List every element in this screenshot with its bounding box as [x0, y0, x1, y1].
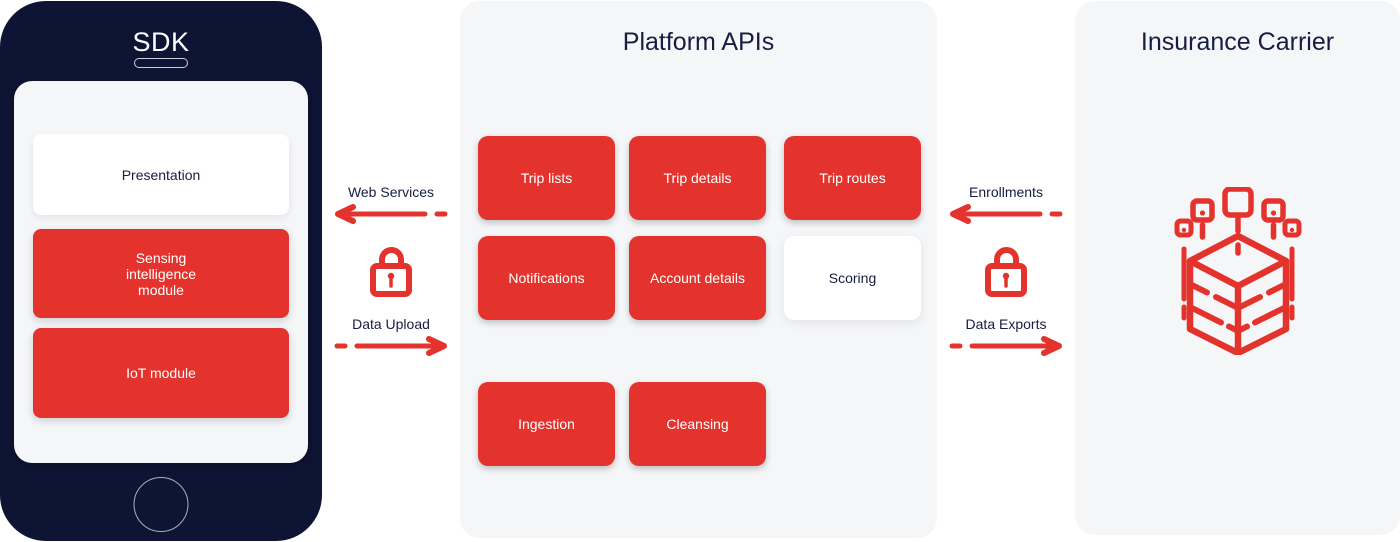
arrow-left-icon [335, 204, 448, 224]
lock-icon [985, 247, 1027, 297]
api-box-account-details: Account details [629, 236, 766, 320]
platform-apis-title: Platform APIs [622, 28, 775, 56]
arrow-left-icon [950, 204, 1063, 224]
arrow-right-icon [334, 336, 447, 356]
sdk-module-iot: IoT module [33, 328, 289, 418]
sdk-module-sensing-intelligence: Sensing intelligence module [33, 229, 289, 318]
flow-label-web-services: Web Services [347, 184, 435, 200]
flow-label-data-upload: Data Upload [352, 316, 430, 332]
api-box-trip-lists: Trip lists [478, 136, 615, 220]
sdk-module-presentation: Presentation [33, 134, 289, 215]
lock-icon [370, 247, 412, 297]
api-box-trip-routes: Trip routes [784, 136, 921, 220]
insurance-carrier-title: Insurance Carrier [1140, 28, 1335, 56]
flow-sdk-platform: Web Services Data Upload [322, 0, 460, 542]
insurance-carrier-panel: Insurance Carrier [1075, 1, 1400, 535]
data-cube-icon [1174, 187, 1301, 355]
platform-apis-panel: Platform APIs Trip lists Trip details Tr… [460, 1, 937, 538]
sdk-screen: Presentation Sensing intelligence module… [14, 81, 308, 463]
api-box-notifications: Notifications [478, 236, 615, 320]
api-box-ingestion: Ingestion [478, 382, 615, 466]
arrow-right-icon [949, 336, 1062, 356]
api-box-scoring: Scoring [784, 236, 921, 320]
speaker-slot-icon [134, 58, 188, 68]
sdk-title: SDK [132, 27, 190, 57]
api-box-trip-details: Trip details [629, 136, 766, 220]
home-button [133, 477, 189, 532]
flow-label-enrollments: Enrollments [969, 184, 1043, 200]
flow-label-data-exports: Data Exports [965, 316, 1047, 332]
sdk-phone: SDK Presentation Sensing intelligence mo… [0, 1, 322, 541]
flow-platform-carrier: Enrollments Data Exports [937, 0, 1075, 542]
api-box-cleansing: Cleansing [629, 382, 766, 466]
